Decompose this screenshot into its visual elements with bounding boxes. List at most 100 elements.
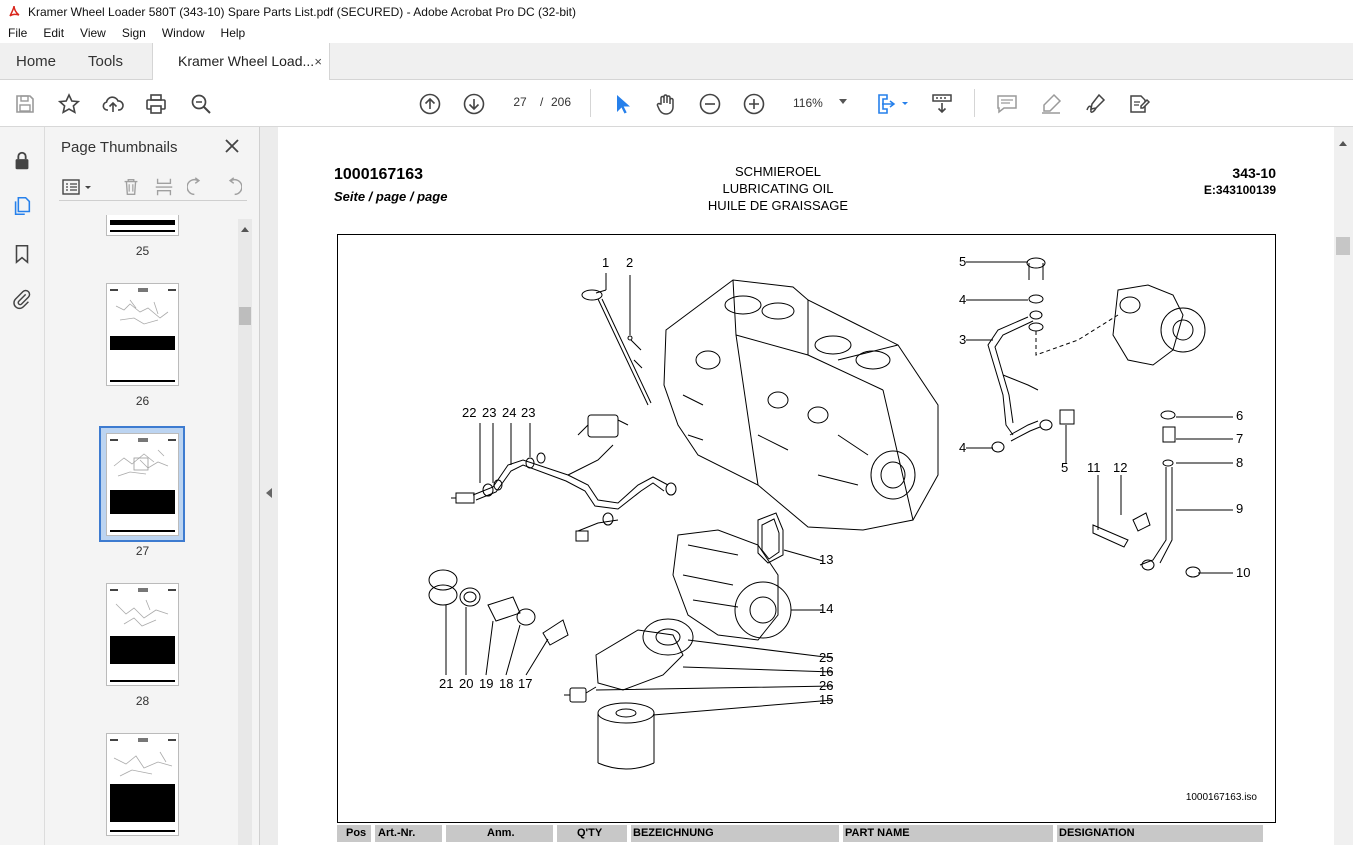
menu-edit[interactable]: Edit — [43, 26, 65, 40]
callout-label: 23 — [482, 405, 497, 420]
drawing-file-label: 1000167163.iso — [1185, 792, 1257, 803]
tab-tools[interactable]: Tools — [88, 53, 124, 70]
thumbnail-page[interactable] — [106, 283, 179, 386]
callout-label: 3 — [959, 332, 967, 347]
window-title: Kramer Wheel Loader 580T (343-10) Spare … — [28, 4, 577, 19]
zoom-out-icon[interactable] — [697, 91, 723, 117]
menu-view[interactable]: View — [80, 26, 106, 40]
document-view[interactable]: 1000167163 Seite / page / page SCHMIEROE… — [278, 127, 1334, 845]
panel-title: Page Thumbnails — [61, 139, 178, 156]
comment-icon[interactable] — [994, 91, 1020, 117]
thumbnails-panel: Page Thumbnails 25 — [45, 127, 260, 845]
parts-table-header: Pos Art.-Nr. Anm. Q'TY BEZEICHNUNG PART … — [337, 825, 1277, 842]
engine-lubrication-diagram — [428, 257, 1233, 770]
exploded-view-drawing: 1 2 22 23 24 23 5 4 3 4 5 6 7 8 9 10 11 … — [337, 234, 1276, 823]
col-pos: Pos — [337, 825, 371, 842]
next-page-icon[interactable] — [461, 91, 487, 117]
collapse-left-icon[interactable] — [266, 488, 272, 498]
thumbnail-page[interactable] — [106, 733, 179, 836]
thumbnail-list: 25 26 27 — [45, 215, 238, 845]
menu-window[interactable]: Window — [161, 26, 205, 40]
upload-icon[interactable] — [100, 91, 126, 117]
zoom-select[interactable]: 116% — [783, 91, 855, 115]
previous-page-icon[interactable] — [417, 91, 443, 117]
lock-icon[interactable] — [10, 149, 34, 173]
toolbar-divider — [974, 89, 975, 117]
scroll-up-icon[interactable] — [241, 227, 249, 232]
callout-label: 7 — [1236, 431, 1244, 446]
tab-document-label: Kramer Wheel Load... — [178, 53, 315, 69]
find-zoom-icon[interactable] — [188, 91, 214, 117]
thumbnail-scrollbar[interactable] — [238, 219, 252, 845]
title-en: LUBRICATING OIL — [722, 181, 834, 196]
tab-home[interactable]: Home — [16, 53, 57, 70]
document-scrollbar[interactable] — [1334, 127, 1353, 845]
draw-sign-icon[interactable] — [1082, 91, 1108, 117]
bookmark-star-icon[interactable] — [56, 91, 82, 117]
page-number-input[interactable] — [506, 91, 534, 113]
thumbnail-page-number: 27 — [135, 544, 150, 558]
col-qty: Q'TY — [557, 825, 627, 842]
rotate-left-icon[interactable] — [186, 175, 210, 199]
scroll-thumb[interactable] — [239, 307, 251, 325]
callout-label: 4 — [959, 292, 967, 307]
page-seite-label: Seite / page / page — [334, 189, 448, 204]
page-thumbnails-icon[interactable] — [10, 194, 34, 218]
options-menu-icon[interactable] — [61, 175, 95, 199]
fill-sign-icon[interactable] — [1126, 91, 1152, 117]
callout-label: 13 — [819, 552, 834, 567]
delete-page-icon[interactable] — [119, 175, 143, 199]
bookmarks-icon[interactable] — [10, 242, 34, 266]
section-code: 343-10 — [1232, 165, 1276, 181]
tab-bar: Home Tools Kramer Wheel Load... × — [0, 43, 1353, 80]
tab-close-icon[interactable]: × — [314, 54, 322, 69]
panel-collapse-handle[interactable] — [260, 127, 278, 845]
acrobat-logo-icon — [9, 5, 20, 17]
tab-document[interactable]: Kramer Wheel Load... × — [152, 43, 330, 80]
scroll-thumb[interactable] — [1336, 237, 1350, 255]
callout-label: 23 — [521, 405, 536, 420]
thumbnail-toolbar — [59, 173, 247, 201]
menu-help[interactable]: Help — [220, 26, 246, 40]
close-icon[interactable] — [223, 137, 241, 155]
col-designation: DESIGNATION — [1057, 825, 1263, 842]
thumbnail-page-number: 28 — [135, 694, 150, 708]
rotate-right-icon[interactable] — [219, 175, 243, 199]
hand-tool-icon[interactable] — [653, 91, 679, 117]
callout-label: 22 — [462, 405, 477, 420]
col-anm: Anm. — [446, 825, 553, 842]
fit-page-icon[interactable] — [875, 91, 913, 117]
callout-label: 19 — [479, 676, 494, 691]
thumbnail-page-number: 26 — [135, 394, 150, 408]
left-rail — [0, 127, 45, 845]
col-bezeichnung: BEZEICHNUNG — [631, 825, 839, 842]
callout-label: 25 — [819, 650, 834, 665]
thumbnail-page-selected[interactable] — [106, 433, 179, 536]
highlight-pen-icon[interactable] — [1038, 91, 1064, 117]
extract-page-icon[interactable] — [152, 175, 176, 199]
callout-label: 24 — [502, 405, 517, 420]
thumbnail-page[interactable] — [106, 583, 179, 686]
callout-label: 5 — [1061, 460, 1069, 475]
callout-label: 12 — [1113, 460, 1128, 475]
callout-label: 6 — [1236, 408, 1244, 423]
menu-sign[interactable]: Sign — [121, 26, 146, 40]
page-total: 206 — [551, 95, 572, 109]
scroll-up-icon[interactable] — [1339, 141, 1347, 146]
attachments-icon[interactable] — [10, 287, 34, 311]
callout-label: 9 — [1236, 501, 1244, 516]
callout-label: 20 — [459, 676, 474, 691]
menu-file[interactable]: File — [8, 26, 28, 40]
title-fr: HUILE DE GRAISSAGE — [707, 198, 849, 213]
select-cursor-icon[interactable] — [608, 91, 634, 117]
callout-label: 17 — [518, 676, 533, 691]
callout-label: 4 — [959, 440, 967, 455]
page-part-number: 1000167163 — [334, 166, 423, 183]
scroll-mode-icon[interactable] — [929, 91, 955, 117]
callout-label: 14 — [819, 601, 834, 616]
callout-label: 21 — [439, 676, 454, 691]
zoom-in-icon[interactable] — [741, 91, 767, 117]
print-icon[interactable] — [143, 91, 169, 117]
thumbnail-page[interactable] — [106, 215, 179, 236]
save-icon[interactable] — [12, 91, 38, 117]
